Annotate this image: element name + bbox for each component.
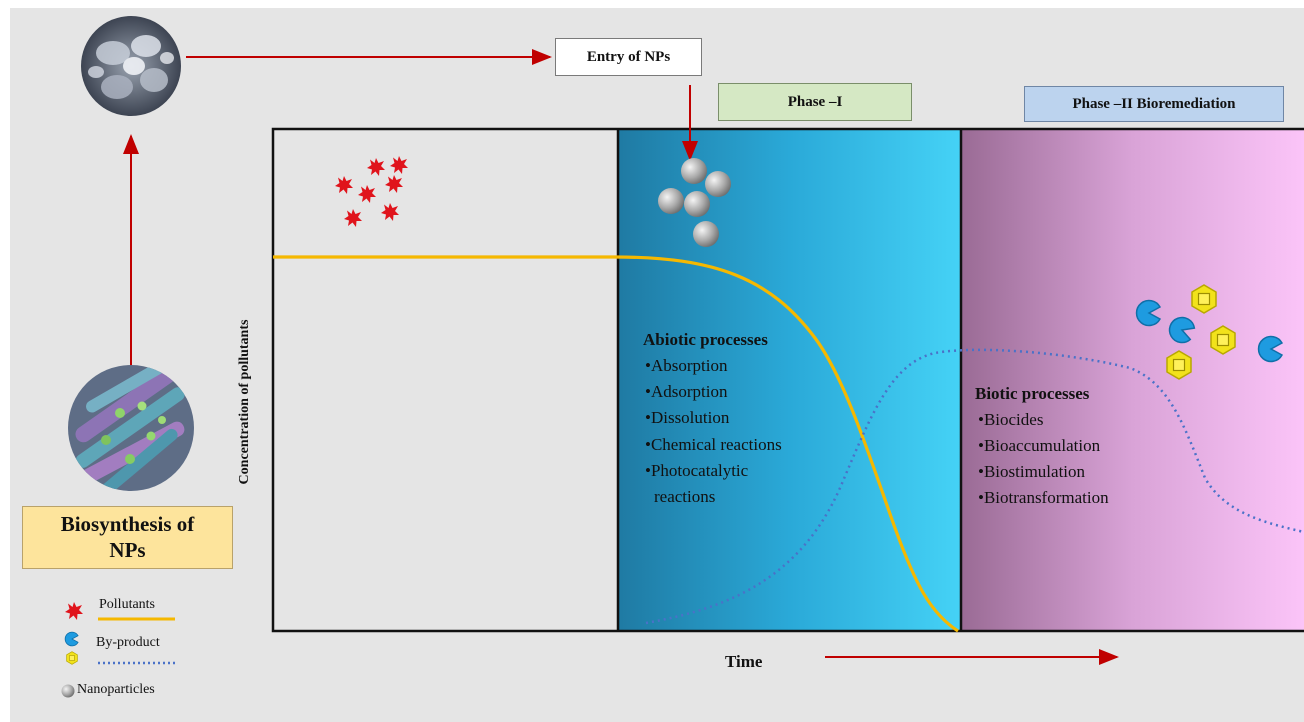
legend-pollutant-icon bbox=[65, 602, 83, 620]
plot-frame bbox=[271, 127, 1304, 633]
legend-nanoparticles-label: Nanoparticles bbox=[77, 682, 155, 697]
abiotic-item: •Photocatalytic bbox=[645, 461, 749, 480]
byproduct-icon bbox=[1210, 325, 1236, 355]
byproduct-icon bbox=[1166, 350, 1192, 380]
entry-label: Entry of NPs bbox=[586, 48, 671, 65]
biotic-title: Biotic processes bbox=[975, 384, 1090, 403]
nanoparticle-icon bbox=[705, 171, 731, 197]
phase1-label: Phase –I bbox=[787, 93, 843, 110]
abiotic-item: •Dissolution bbox=[645, 408, 730, 427]
microbe-image bbox=[68, 365, 194, 491]
abiotic-item: •Absorption bbox=[645, 356, 728, 375]
biotic-item: •Bioaccumulation bbox=[978, 436, 1101, 455]
entry-box: Entry of NPs bbox=[555, 38, 702, 76]
y-axis-label: Concentration of pollutants bbox=[237, 319, 252, 485]
x-axis-label: Time bbox=[725, 652, 763, 671]
abiotic-title: Abiotic processes bbox=[643, 330, 768, 349]
phase2-panel bbox=[961, 129, 1304, 631]
byproduct-icon bbox=[1191, 284, 1217, 314]
legend-byproduct-hex bbox=[66, 651, 78, 665]
diagram-canvas: Biosynthesis of NPs Entry of NPs Phase –… bbox=[10, 8, 1304, 722]
nanoparticle-icon bbox=[658, 188, 684, 214]
nanoparticle-icon bbox=[684, 191, 710, 217]
nanoparticle-icon bbox=[681, 158, 707, 184]
diagram-svg bbox=[61, 16, 1304, 698]
biotic-item: •Biostimulation bbox=[978, 462, 1086, 481]
phase2-box: Phase –II Bioremediation bbox=[1024, 86, 1284, 122]
phase1-box: Phase –I bbox=[718, 83, 912, 121]
pre-phase-panel bbox=[273, 129, 618, 631]
pollutant-curve bbox=[273, 255, 959, 633]
legend-pollutants-label: Pollutants bbox=[99, 597, 156, 612]
biotic-item: •Biocides bbox=[978, 410, 1044, 429]
abiotic-item: reactions bbox=[654, 487, 716, 506]
byproduct-curve bbox=[645, 348, 1304, 625]
abiotic-item: •Adsorption bbox=[645, 382, 728, 401]
biosynthesis-label: Biosynthesis of NPs bbox=[60, 512, 195, 562]
abiotic-item: •Chemical reactions bbox=[645, 435, 782, 454]
legend-byproduct-pacman bbox=[64, 631, 79, 647]
legend-byproduct-label: By-product bbox=[96, 635, 160, 650]
nanoparticle-icon bbox=[693, 221, 719, 247]
legend-nanoparticle-icon bbox=[61, 684, 75, 698]
nanostructure-image bbox=[81, 16, 181, 116]
phase2-label: Phase –II Bioremediation bbox=[1072, 95, 1236, 112]
biosynthesis-box: Biosynthesis of NPs bbox=[22, 506, 233, 569]
biotic-item: •Biotransformation bbox=[978, 488, 1109, 507]
